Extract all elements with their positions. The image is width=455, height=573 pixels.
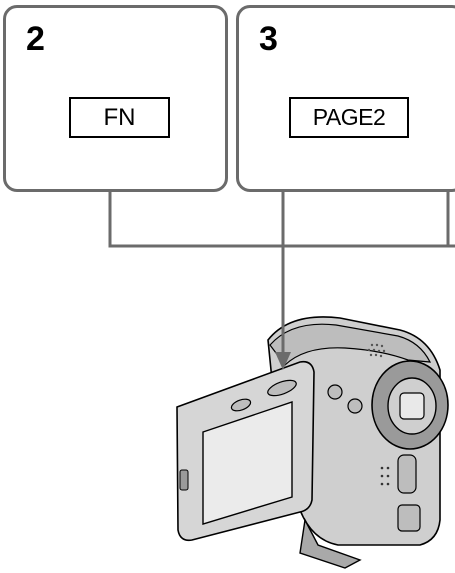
front-button-left [328,385,342,399]
side-door [398,505,420,531]
front-button-right [348,399,362,413]
step-number: 3 [259,22,278,56]
step-panel-3: 3 PAGE2 [236,5,455,192]
lcd-side-tab [180,470,188,490]
page2-button[interactable]: PAGE2 [289,97,409,138]
side-switch [398,455,416,493]
step-panel-2: 2 FN [3,5,228,192]
step-number: 2 [26,22,45,56]
fn-button[interactable]: FN [69,97,170,138]
lens-glass [400,393,424,419]
camcorder-illustration [177,317,448,568]
